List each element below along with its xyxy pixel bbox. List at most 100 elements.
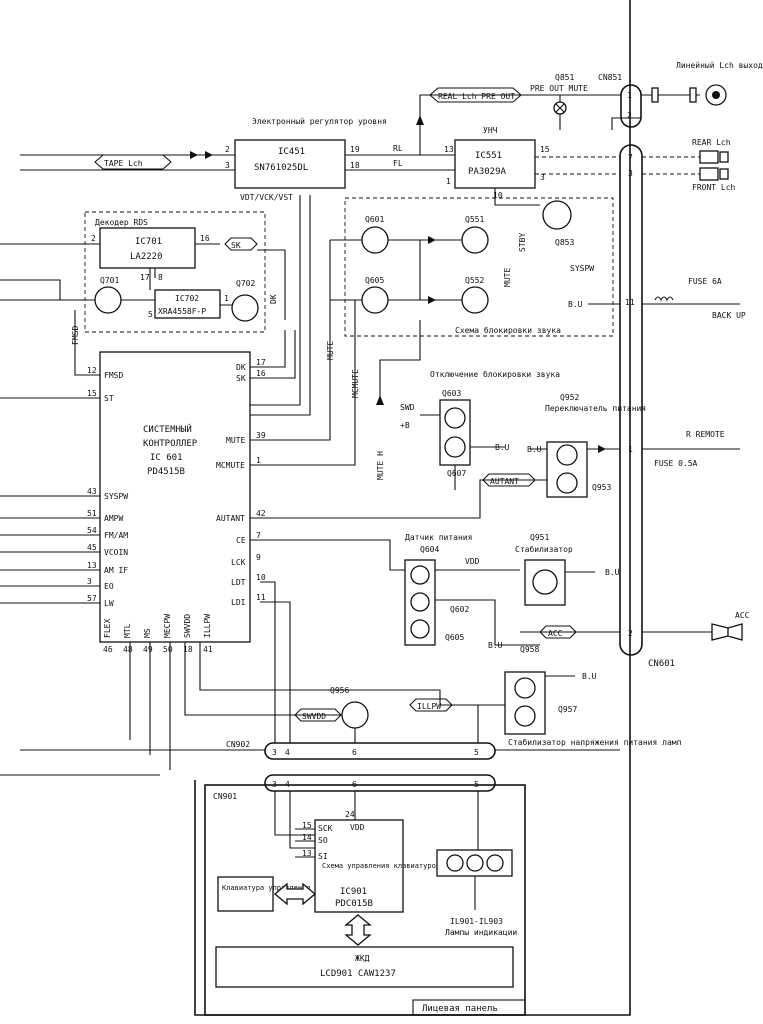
pin-num: 57 [87,594,97,603]
cn901-pin-4: 4 [285,780,290,789]
cn901-pin-5: 5 [474,780,479,789]
ic702-id: IC702 [175,294,199,303]
left-bus-wires [0,397,100,604]
bu-label-top: B.U [568,300,583,309]
rds-wires [0,243,232,306]
ic451-vdt-label: VDT/VCK/VST [240,193,293,202]
q952-label: Q952 [560,393,579,402]
cn851-pin-2: 2 [627,111,632,120]
cn902-pin-3: 3 [272,748,277,757]
dk-label: DK [269,294,278,304]
mute-block-frame [344,197,614,337]
pin-num: 12 [87,366,97,375]
sysctl-part: PD4515B [147,467,185,477]
pin-name: MECPW [163,614,172,638]
q551-label: Q551 [465,215,484,224]
q958-label: Q958 [520,645,539,654]
rca-center [712,91,720,99]
mute-diodes [428,236,436,304]
q607-label: Q607 [447,469,466,478]
sensor-q1 [410,565,430,585]
cn901-wires [274,791,479,850]
keyboard-box [217,876,274,912]
pin-num: 17 [256,358,266,367]
pin-name: LCK [231,558,246,567]
pin-name: EO [104,582,114,591]
ic451-pin-2: 2 [225,145,230,154]
rds-frame [84,211,266,333]
lamp-3 [486,854,504,872]
sysctl-title1: СИСТЕМНЫЙ [143,423,192,435]
swvdd-label: SWVDD [302,712,326,721]
front-panel-label: Лицевая панель [422,1004,498,1014]
cn601-pin-3: 3 [628,169,633,178]
lcd-part: LCD901 CAW1237 [320,969,396,979]
pin-name: MTL [123,623,132,638]
lcd-arrow [344,914,372,946]
pin-name: FLEX [103,619,112,638]
ic451-in-arrows [190,151,213,159]
q601-symbol [361,226,389,254]
acc-label: ACC [548,629,563,638]
bu-label-sensor: B.U [488,641,503,650]
pin-name: CE [236,536,246,545]
q605-symbol [361,286,389,314]
line-out-label: Линейный Lch выход OUT [676,61,763,70]
pin-name: AM IF [104,566,128,575]
cn902-wires [0,705,620,776]
pin-name: ST [104,394,114,403]
q853-label: Q853 [555,238,574,247]
illpw-label: ILLPW [417,702,441,711]
fmsd-wire [74,310,100,376]
unlock-title: Отключение блокировки звука [430,369,560,379]
front-panel-label-box [412,999,526,1016]
ic701-pin-2: 2 [91,234,96,243]
ic551-pin-13: 13 [444,145,454,154]
acc-label-right: ACC [735,611,750,620]
fuse-6a-label: FUSE 6A [688,277,722,286]
cn601-pin-7: 7 [628,153,633,162]
ic551-box [454,139,536,189]
sk-label: SK [231,241,241,250]
autant-tag [482,473,536,487]
keyboard-label: Клавиатура управления [222,884,311,892]
pin-num: 18 [183,645,193,654]
pin-name: LW [104,599,114,608]
autant-label: AUTANT [490,477,519,486]
pin-num: 48 [123,645,133,654]
cn901-pin-3: 3 [272,780,277,789]
ic701-pin-8: 8 [158,273,163,282]
ic551-part: PA3029A [468,167,507,177]
keyboard-arrow [273,882,317,906]
q702-symbol [231,294,259,322]
lcd-box [215,946,514,988]
q957-symbol-b [514,705,536,727]
cn902-connector [264,742,496,760]
q605-label: Q605 [365,276,384,285]
q953-symbol [556,472,578,494]
vdd-label: VDD [465,557,480,566]
pin-name: SO [318,836,328,845]
sk-tag [224,237,258,251]
sysctl-left-pins: 12FMSD15ST43SYSPW51AMPW54FM/AM45VCOIN13A… [87,366,128,608]
ic701-pin-16: 16 [200,234,210,243]
q953-label: Q953 [592,483,611,492]
ic901-title: Схема управления клавиатурой и ЖКД [322,862,466,870]
pin-num: 13 [302,849,312,858]
q951-desc: Стабилизатор [515,544,573,554]
ic451-ctrl-wires [250,195,311,416]
sysctl-right-pins: 17DK16SK39MUTE1MCMUTE42AUTANT7CE9LCK10LD… [216,358,266,607]
fuse-05a-label: FUSE 0.5A [654,459,698,468]
pin-num: 14 [302,833,312,842]
ic551-title: УНЧ [483,126,498,135]
fmsd-label: FMSD [71,326,80,345]
ic451-pin-19: 19 [350,145,360,154]
ic451-title: Электронный регулятор уровня [252,117,387,126]
lamps-id: IL901-IL903 [450,917,503,926]
cn601-pin-11: 11 [625,298,635,307]
ic901-vdd: VDD [350,823,365,832]
cn901-pin-6: 6 [352,780,357,789]
swd-label: SWD [400,403,415,412]
